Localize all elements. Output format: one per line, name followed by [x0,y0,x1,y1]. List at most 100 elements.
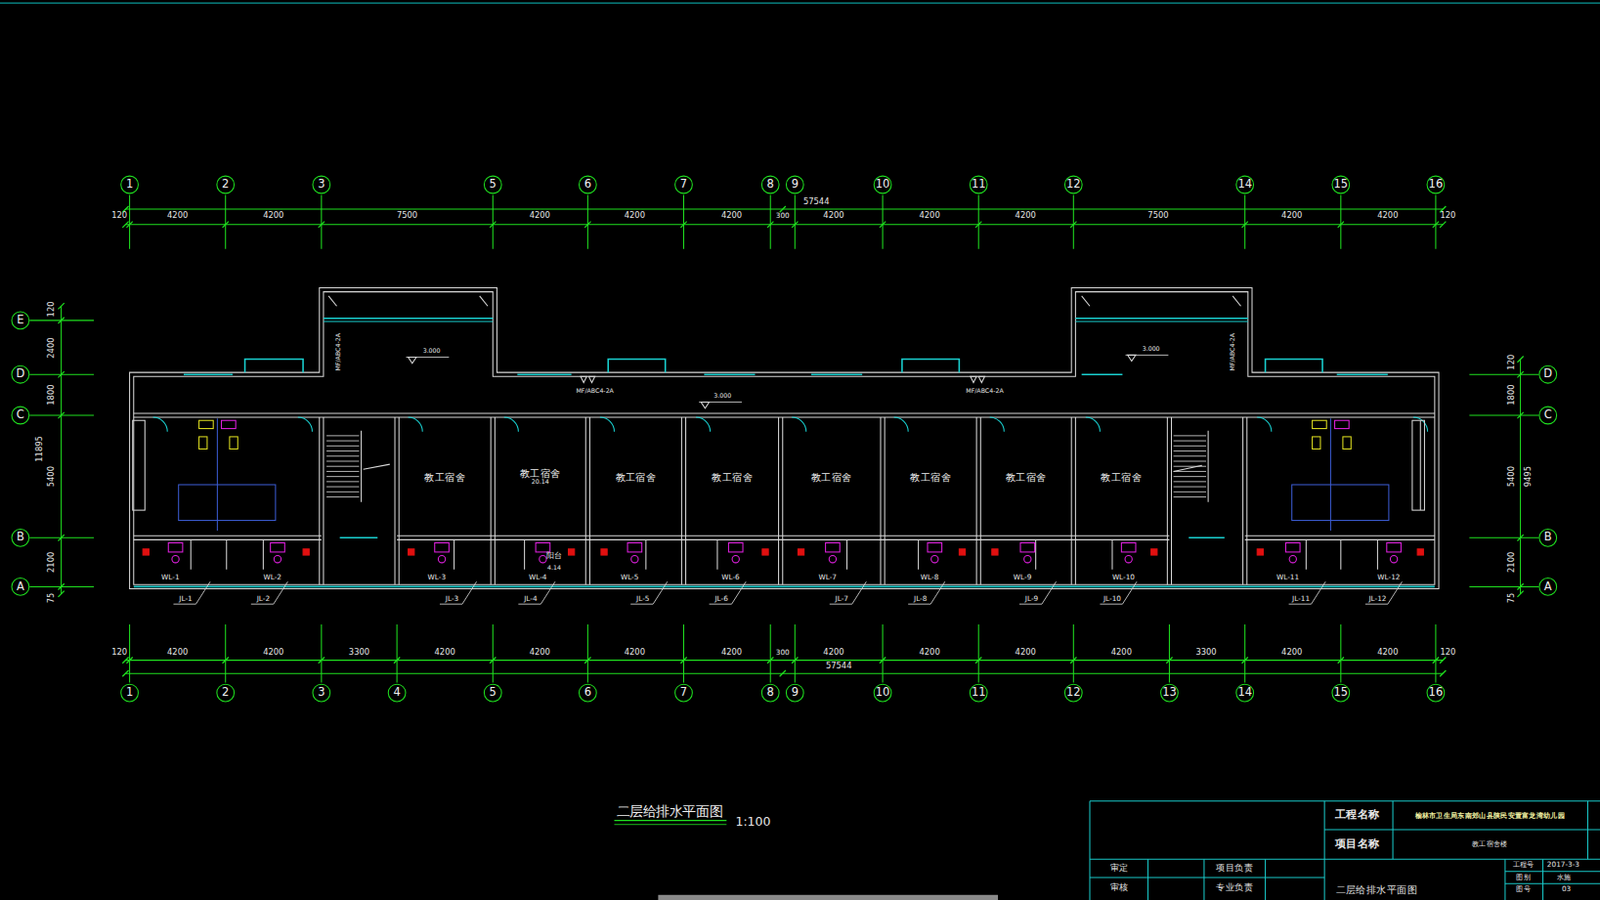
room-name: 教工宿舍 [1005,471,1047,482]
dimension-tick [1432,221,1439,228]
bathroom-partition [453,539,455,569]
dimension-tick [318,221,325,228]
extinguisher-tag: MF/ABC4-2A [1229,333,1236,371]
axis-bubble: D [1538,365,1557,385]
axis-line [978,194,980,249]
elevation-mark [1127,354,1136,361]
room-area-value: 20.14 [531,478,550,486]
axis-number: B [1544,531,1553,545]
axis-bubble: A [1538,577,1557,597]
dimension-text: 4200 [918,212,940,220]
drain-pipe-tag: WL-11 [1276,573,1299,581]
dimension-text: 7500 [1147,212,1168,220]
water-heater [1312,420,1328,429]
stair-arrow [363,464,390,470]
dimension-text: 4200 [822,212,844,220]
dimension-tick [126,221,132,228]
door-swing [504,417,519,433]
dimension-tick [58,534,65,541]
stair-tread [326,480,359,482]
leader-line [462,581,477,605]
red-marker [568,549,575,556]
title-block-line [1505,870,1600,872]
axis-bubble: B [10,528,30,548]
extinguisher-symbol [580,376,587,383]
supply-pipe-tag: JL-6 [714,595,728,603]
axis-line [683,194,685,249]
axis-bubble: 2 [216,175,235,195]
window [1188,537,1225,540]
stair-rail [1208,431,1210,503]
axis-number: 3 [317,687,325,700]
dimension-tick [58,302,65,309]
leader-line [1289,604,1312,606]
dimension-line [1519,359,1521,595]
dimension-text: 4200 [1281,212,1302,220]
water-heater [199,420,215,429]
door-swing [695,417,711,433]
dimension-tick [1516,412,1523,419]
door-swing [1256,417,1272,433]
axis-bubble: 7 [674,684,693,703]
toilet-fixture [270,543,286,553]
dimension-text: 2100 [47,552,56,573]
axis-line [587,194,589,249]
drawing-title: 二层给排水平面图 [616,804,724,819]
canopy-edge [1075,320,1248,322]
red-marker [958,549,965,556]
axis-bubble: 6 [578,175,598,195]
axis-number: 1 [126,178,133,192]
window [1081,373,1124,376]
title-block-cell: 2017-3-3 [1547,862,1580,869]
axis-number: 10 [875,687,891,700]
title-underline [613,823,727,825]
leader-line [1099,604,1123,606]
stair-tread [326,450,359,452]
dimension-text: 4200 [624,212,646,220]
partition-wall [884,417,886,585]
partition-wall [398,417,400,585]
axis-bubble: 15 [1331,175,1350,195]
title-block-line [1147,859,1149,900]
axis-bubble: 10 [873,684,893,703]
bathroom-wall [133,539,322,541]
drain-pipe-tag: WL-9 [1013,573,1032,581]
stair-tread [326,475,359,477]
dimension-text: 4200 [529,648,551,657]
canopy-edge [323,320,493,322]
axis-number: 5 [489,178,497,192]
axis-bubble: E [10,310,30,330]
axis-bubble: C [10,406,30,426]
axis-number: 7 [680,687,688,700]
title-block-header: 工程名称 [1335,809,1381,821]
leader-line [540,581,556,605]
elevation-text: 3.000 [713,392,732,399]
dimension-text: 5400 [47,466,56,487]
dimension-total: 57544 [825,662,853,671]
drain-pipe-tag: WL-8 [920,573,939,581]
axis-number: E [16,314,24,328]
axis-bubble: 8 [761,175,780,195]
drain-pipe-tag: WL-10 [1112,573,1135,581]
red-marker [142,549,149,556]
dimension-tick [879,221,886,228]
dimension-tick [975,656,982,663]
bathroom-partition [225,539,227,569]
room-name: 教工宿舍 [1100,471,1142,482]
title-block-cell: 审定 [1110,864,1129,873]
dimension-text: 1800 [47,384,56,405]
drain-pipe-tag: WL-5 [620,573,639,581]
window [1337,373,1388,376]
partition-wall [778,417,779,585]
axis-number: 6 [584,687,592,700]
title-block-line [1324,801,1326,900]
window [517,373,571,376]
red-marker [1417,549,1424,556]
leader-line [251,604,274,606]
dimension-tick [222,656,229,663]
partition-wall [318,417,320,585]
title-block-cell: 水施 [1556,873,1572,881]
bathroom-partition [262,539,264,569]
axis-number: 2 [221,687,229,700]
dimension-text: 5400 [1508,466,1516,487]
